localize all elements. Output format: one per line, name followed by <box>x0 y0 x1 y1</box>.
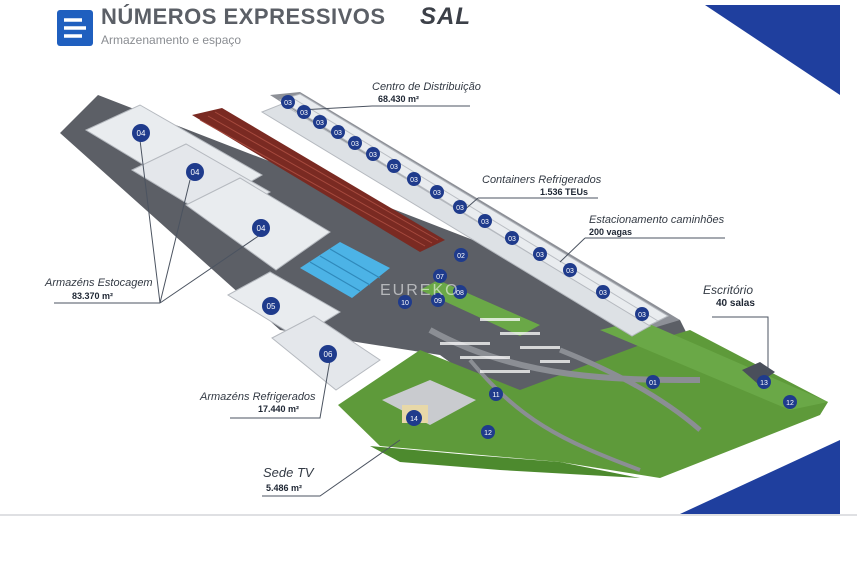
marker-02: 02 <box>454 248 468 262</box>
svg-text:04: 04 <box>137 129 146 138</box>
svg-text:04: 04 <box>257 224 266 233</box>
callout-lines <box>54 105 769 497</box>
svg-text:10: 10 <box>401 300 409 307</box>
svg-text:03: 03 <box>351 141 359 148</box>
marker-04: 04 <box>132 124 150 142</box>
office-building <box>742 362 775 384</box>
svg-text:03: 03 <box>481 219 489 226</box>
marker-03: 03 <box>430 185 444 199</box>
marker-08: 08 <box>453 285 467 299</box>
callout-stock-warehouses-value: 83.370 m² <box>72 291 114 301</box>
callout-office-title: Escritório <box>703 283 754 297</box>
watermark: EUREKO <box>380 282 460 299</box>
callout-truck-parking-title: Estacionamento caminhões <box>589 214 725 226</box>
marker-12: 12 <box>481 425 495 439</box>
marker-04: 04 <box>186 163 204 181</box>
parking-areas <box>440 318 570 373</box>
svg-text:03: 03 <box>638 312 646 319</box>
svg-text:05: 05 <box>267 302 276 311</box>
refrigerated-containers <box>300 242 390 298</box>
svg-text:03: 03 <box>599 290 607 297</box>
marker-03: 03 <box>505 231 519 245</box>
marker-10: 10 <box>398 295 412 309</box>
callout-distribution-center-value: 68.430 m² <box>378 94 420 104</box>
svg-text:03: 03 <box>390 164 398 171</box>
svg-text:03: 03 <box>369 152 377 159</box>
svg-text:12: 12 <box>484 430 492 437</box>
svg-text:03: 03 <box>536 252 544 259</box>
callout-tv-headquarters-value: 5.486 m² <box>266 483 303 493</box>
svg-text:09: 09 <box>434 298 442 305</box>
svg-text:01: 01 <box>649 380 657 387</box>
corner-accent-top-right <box>705 5 840 95</box>
svg-text:03: 03 <box>334 130 342 137</box>
header-subtitle: Armazenamento e espaço <box>101 33 242 47</box>
callout-cold-warehouses-value: 17.440 m² <box>258 404 300 414</box>
marker-03: 03 <box>478 214 492 228</box>
marker-14: 14 <box>406 410 422 426</box>
callout-office-value: 40 salas <box>716 298 755 309</box>
svg-text:13: 13 <box>760 380 768 387</box>
callout-truck-parking-value: 200 vagas <box>589 227 633 237</box>
callout-stock-warehouses-title: Armazéns Estocagem <box>45 277 153 289</box>
svg-text:11: 11 <box>492 392 499 399</box>
marker-03: 03 <box>366 147 380 161</box>
site-markers: 03 03 03 03 03 03 03 03 03 03 03 03 03 0… <box>132 95 797 439</box>
svg-text:02: 02 <box>457 253 465 260</box>
callout-distribution-center-title: Centro de Distribuição <box>372 81 481 93</box>
marker-03: 03 <box>635 307 649 321</box>
callout-tv-headquarters-title: Sede TV <box>263 465 314 480</box>
header-brand: SAL <box>420 3 471 30</box>
svg-text:14: 14 <box>410 416 418 423</box>
marker-03: 03 <box>348 136 362 150</box>
svg-text:08: 08 <box>456 290 464 297</box>
svg-text:03: 03 <box>508 236 516 243</box>
marker-03: 03 <box>313 115 327 129</box>
marker-11: 11 <box>489 387 503 401</box>
svg-text:04: 04 <box>191 168 200 177</box>
marker-03: 03 <box>533 247 547 261</box>
marker-05: 05 <box>262 297 280 315</box>
svg-text:03: 03 <box>410 177 418 184</box>
callout-refrigerated-containers-value: 1.536 TEUs <box>540 187 589 197</box>
dry-containers <box>192 108 445 252</box>
marker-07: 07 <box>433 269 447 283</box>
svg-text:12: 12 <box>786 400 794 407</box>
marker-06: 06 <box>319 345 337 363</box>
marker-13: 13 <box>757 375 771 389</box>
svg-text:03: 03 <box>300 110 308 117</box>
marker-03: 03 <box>331 125 345 139</box>
callout-refrigerated-containers-title: Containers Refrigerados <box>482 174 602 186</box>
marker-03: 03 <box>387 159 401 173</box>
corner-accent-bottom-right <box>680 440 840 514</box>
marker-12: 12 <box>783 395 797 409</box>
marker-03: 03 <box>596 285 610 299</box>
callout-cold-warehouses-title: Armazéns Refrigerados <box>200 391 316 403</box>
svg-text:03: 03 <box>316 120 324 127</box>
svg-text:03: 03 <box>456 205 464 212</box>
header-title: NÚMEROS EXPRESSIVOS <box>101 4 386 29</box>
marker-03: 03 <box>281 95 295 109</box>
marker-01: 01 <box>646 375 660 389</box>
sal-logo-icon <box>57 10 93 46</box>
marker-09: 09 <box>431 293 445 307</box>
marker-04: 04 <box>252 219 270 237</box>
svg-text:03: 03 <box>284 100 292 107</box>
marker-03: 03 <box>453 200 467 214</box>
svg-text:06: 06 <box>324 350 333 359</box>
svg-text:07: 07 <box>436 274 444 281</box>
marker-03: 03 <box>297 105 311 119</box>
svg-text:03: 03 <box>566 268 574 275</box>
marker-03: 03 <box>407 172 421 186</box>
marker-03: 03 <box>563 263 577 277</box>
svg-text:03: 03 <box>433 190 441 197</box>
